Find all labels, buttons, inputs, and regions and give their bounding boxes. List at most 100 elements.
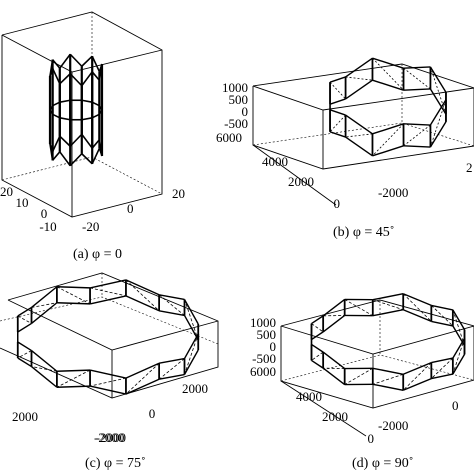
panel-c-diagonal xyxy=(125,362,160,395)
panel-d-x-tick-2: 2000 xyxy=(322,409,348,424)
panel-a-bottom-fold xyxy=(51,151,61,161)
panel-a-bottom-fold xyxy=(98,139,103,157)
panel-b-z-tick-1: 500 xyxy=(229,92,249,107)
panel-b-diagonal xyxy=(403,124,431,147)
panel-d-lower-edge xyxy=(322,314,346,333)
panel-b-diagonal xyxy=(403,67,431,90)
panel-b-upper-edge xyxy=(329,109,346,116)
panel-c-lower-edge xyxy=(89,295,127,305)
panel-b-lower-edge xyxy=(372,145,404,157)
panel-c-lower-edge xyxy=(183,349,199,375)
panel-a-bottom-fold xyxy=(81,133,93,149)
panel-d-upper-edge xyxy=(311,315,324,325)
panel-a-bottom-fold xyxy=(51,135,61,152)
panel-a-mid-fold xyxy=(81,117,93,121)
panel-d-diagonal xyxy=(431,305,454,327)
panel-c-lower-edge xyxy=(158,310,185,317)
panel-c-lower-edge xyxy=(158,373,185,380)
panel-d-z-tick-2: 0 xyxy=(270,339,277,354)
panel-a-top-fold xyxy=(69,73,83,87)
panel-a-bottom-fold xyxy=(81,153,93,165)
panel-c-upper-edge xyxy=(183,333,199,359)
panel-d-z-tick-3: -500 xyxy=(252,351,276,366)
panel-d-upper-edge xyxy=(311,343,324,353)
panel-c-lower-edge xyxy=(125,378,160,395)
panel-a-mid-fold xyxy=(52,113,61,119)
panel-b-x-tick-0: 6000 xyxy=(216,130,242,145)
panel-c-upper-edge xyxy=(89,369,127,379)
panel-a-top-fold xyxy=(91,55,101,72)
panel-a-x-tick-2: 0 xyxy=(41,206,48,221)
panel-b-plot xyxy=(329,57,447,157)
panel-b-upper-edge xyxy=(345,57,373,78)
panel-c-diagonal xyxy=(184,299,199,341)
panel-d-upper-edge xyxy=(452,309,466,330)
panel-c-box xyxy=(0,272,219,399)
panel-c-diagonal xyxy=(17,315,32,324)
panel-a-bottom-fold xyxy=(69,153,83,167)
panel-d-diagonal xyxy=(372,373,404,385)
panel-d-diagonal xyxy=(311,323,324,333)
panel-d-upper-edge xyxy=(372,367,404,375)
panel-c-y-tick-0: 2000 xyxy=(182,381,208,396)
panel-d-lower-edge xyxy=(402,377,432,391)
panel-a-plot xyxy=(48,53,104,167)
panel-c-lower-edge xyxy=(56,385,91,388)
panel-c-x-tick-1: 0 xyxy=(149,406,156,421)
panel-c-diagonal xyxy=(89,287,127,297)
panel-b-z-tick-2: 0 xyxy=(242,104,249,119)
panel-a-y-tick-0: 20 xyxy=(172,186,185,201)
panel-c-upper-edge xyxy=(183,299,199,325)
panel-b-diagonal xyxy=(372,123,404,157)
panel-c-x-tick-2: -2000 xyxy=(96,430,126,445)
panel-a-bottom-fold xyxy=(91,139,101,149)
panel-c-upper-edge xyxy=(125,362,160,379)
panel-a-top-fold xyxy=(98,63,103,72)
panel-b-diagonal xyxy=(329,114,346,133)
panel-a-mid-fold xyxy=(52,101,61,107)
panel-d-z-tick-1: 500 xyxy=(257,327,277,342)
panel-b-lower-edge xyxy=(329,131,346,138)
panel-d-box xyxy=(280,299,474,437)
panel-c-diagonal xyxy=(158,358,185,380)
panel-c-diagonal xyxy=(184,333,199,375)
panel-c-upper-edge xyxy=(125,279,160,296)
panel-b-x-tick-2: 2000 xyxy=(288,174,314,189)
panel-d-diagonal xyxy=(344,299,373,317)
panel-b-diagonal xyxy=(329,81,346,100)
panel-a-bottom-fold xyxy=(69,133,83,147)
panel-d-diagonal xyxy=(402,293,432,322)
panel-a-top-fold xyxy=(59,73,71,85)
panel-d-lower-edge xyxy=(311,331,324,341)
panel-d-x-tick-1: 4000 xyxy=(296,389,322,404)
panel-b-diagonal xyxy=(430,66,447,115)
panel-c-upper-edge xyxy=(89,279,127,289)
panel-d-upper-edge xyxy=(431,357,453,364)
panel-c-plot xyxy=(16,279,200,395)
panel-c-upper-edge xyxy=(17,306,32,317)
panel-c-diagonal xyxy=(56,286,91,305)
panel-d-upper-edge xyxy=(431,304,453,311)
panel-b-upper-edge xyxy=(403,123,431,126)
panel-b: 1000 500 0 -500 6000 4000 2000 0 -2000 2… xyxy=(216,57,474,240)
panel-c-lower-edge xyxy=(89,385,127,395)
panel-d-diagonal xyxy=(452,309,465,346)
panel-c-diagonal xyxy=(56,369,91,388)
panel-b-upper-edge xyxy=(372,123,404,135)
panel-d-x-tick-0: 6000 xyxy=(250,364,276,379)
panel-b-lower-edge xyxy=(372,79,404,91)
panel-c-lower-edge xyxy=(17,357,32,368)
panel-c-upper-edge xyxy=(17,341,32,352)
panel-b-z-tick-0: 1000 xyxy=(222,80,248,95)
panel-c-diagonal xyxy=(158,294,185,316)
panel-a-mid-fold xyxy=(81,99,93,103)
panel-b-upper-edge xyxy=(429,99,447,126)
panel-c-upper-edge xyxy=(31,286,58,308)
panel-b-lower-edge xyxy=(403,145,431,148)
panel-d-upper-edge xyxy=(402,361,432,375)
panel-a-top-fold xyxy=(51,59,61,69)
panel-a-bottom-fold xyxy=(59,135,71,147)
panel-a-top-fold xyxy=(51,68,61,85)
panel-c-diagonal xyxy=(31,366,57,372)
